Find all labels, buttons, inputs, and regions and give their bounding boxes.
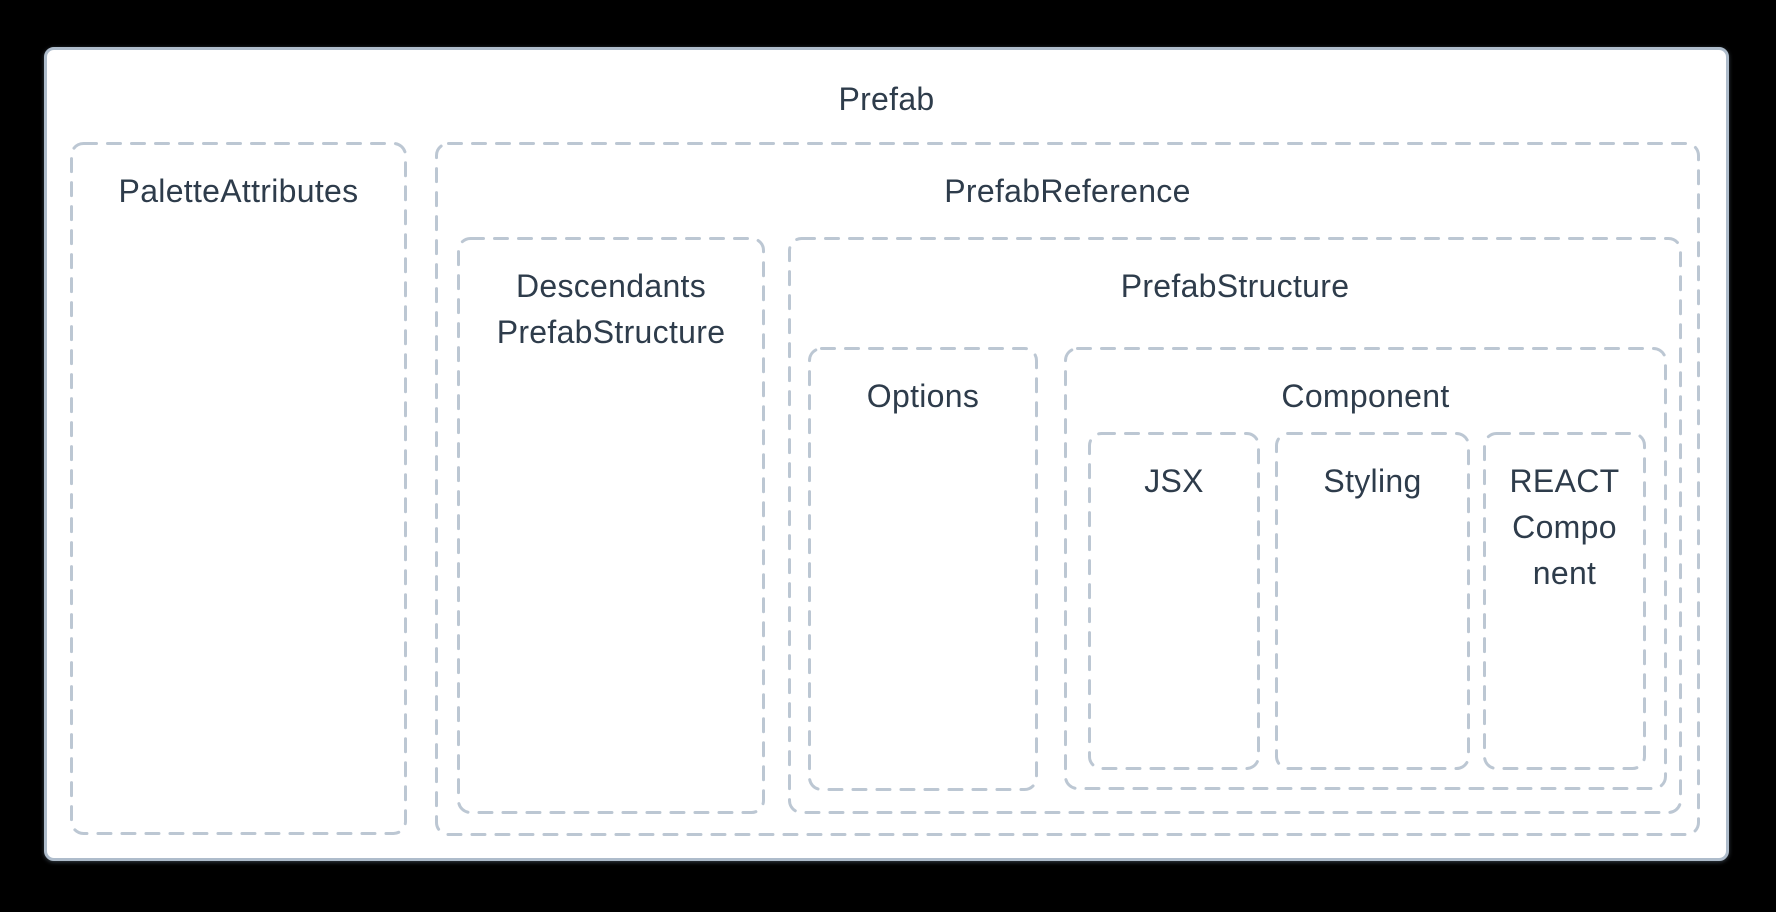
react-component-label: REACT Compo nent: [1483, 432, 1646, 596]
prefab-reference-label: PrefabReference: [944, 173, 1191, 209]
descendants-prefab-structure-label: Descendants PrefabStructure: [496, 268, 726, 350]
prefab-structure-label: PrefabStructure: [1120, 268, 1350, 304]
jsx-label: JSX: [1144, 463, 1204, 499]
react-component-box: REACT Compo nent: [1483, 432, 1646, 770]
styling-box: Styling: [1275, 432, 1470, 770]
palette-attributes-box: PaletteAttributes: [70, 142, 407, 835]
jsx-box: JSX: [1088, 432, 1260, 770]
options-label: Options: [866, 378, 980, 414]
dashed-border: [70, 142, 407, 835]
palette-attributes-label: PaletteAttributes: [118, 173, 359, 209]
styling-label: Styling: [1323, 463, 1422, 499]
react-component-label-line1: REACT: [1509, 463, 1620, 499]
descendants-prefab-structure-box: Descendants PrefabStructure: [457, 237, 765, 814]
component-label: Component: [1281, 378, 1450, 414]
react-component-label-line3: nent: [1532, 555, 1597, 591]
options-box: Options: [808, 347, 1038, 791]
prefab-frame-label: Prefab: [838, 81, 935, 117]
react-component-label-line2: Compo: [1512, 509, 1617, 545]
